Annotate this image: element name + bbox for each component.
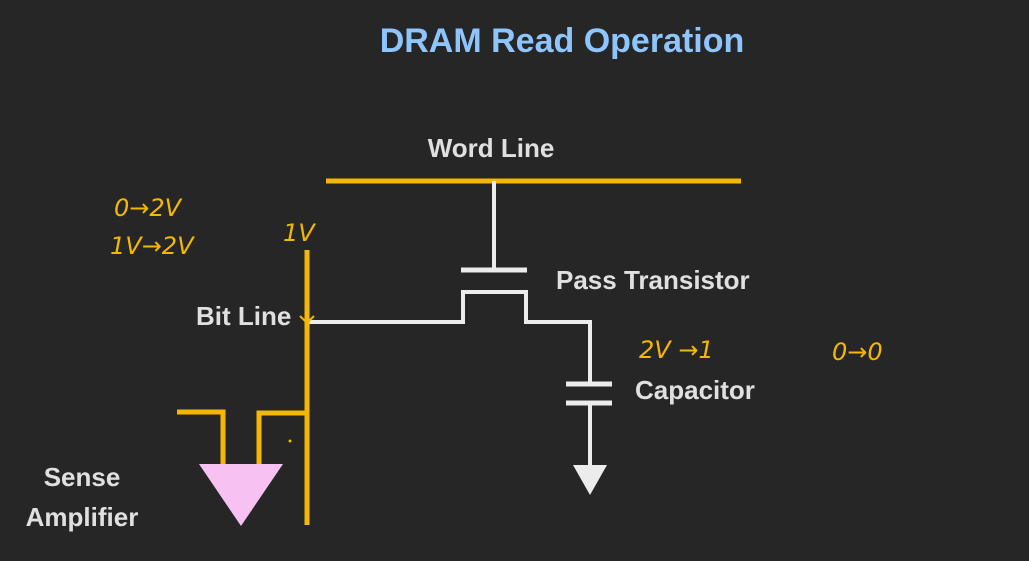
sense-amp-right-input-wire (256, 410, 307, 468)
page-title: DRAM Read Operation (380, 22, 745, 60)
sense-amplifier-label-line2: Amplifier (26, 502, 139, 532)
pass-transistor-label: Pass Transistor (556, 265, 750, 295)
bit-line-arrow-icon (299, 315, 315, 325)
capacitor-label: Capacitor (635, 375, 755, 405)
word-line-label: Word Line (428, 133, 555, 163)
annotation-bitline-case-1: 0→2V (114, 194, 183, 222)
sense-amplifier-label-line1: Sense (44, 462, 121, 492)
annotation-capacitor-case-1: 2V →1 (639, 336, 714, 364)
annotation-bitline-initial: 1V (283, 219, 316, 247)
stray-dot (288, 439, 292, 443)
transistor-channel-wire (305, 290, 592, 383)
sense-amplifier-triangle (199, 464, 283, 526)
sense-amp-left-input-wire (177, 409, 226, 468)
bit-line-label: Bit Line (196, 301, 291, 331)
annotation-capacitor-case-2: 0→0 (832, 338, 883, 366)
annotation-bitline-case-2: 1V→2V (110, 232, 195, 260)
ground-arrow-icon (573, 465, 607, 495)
